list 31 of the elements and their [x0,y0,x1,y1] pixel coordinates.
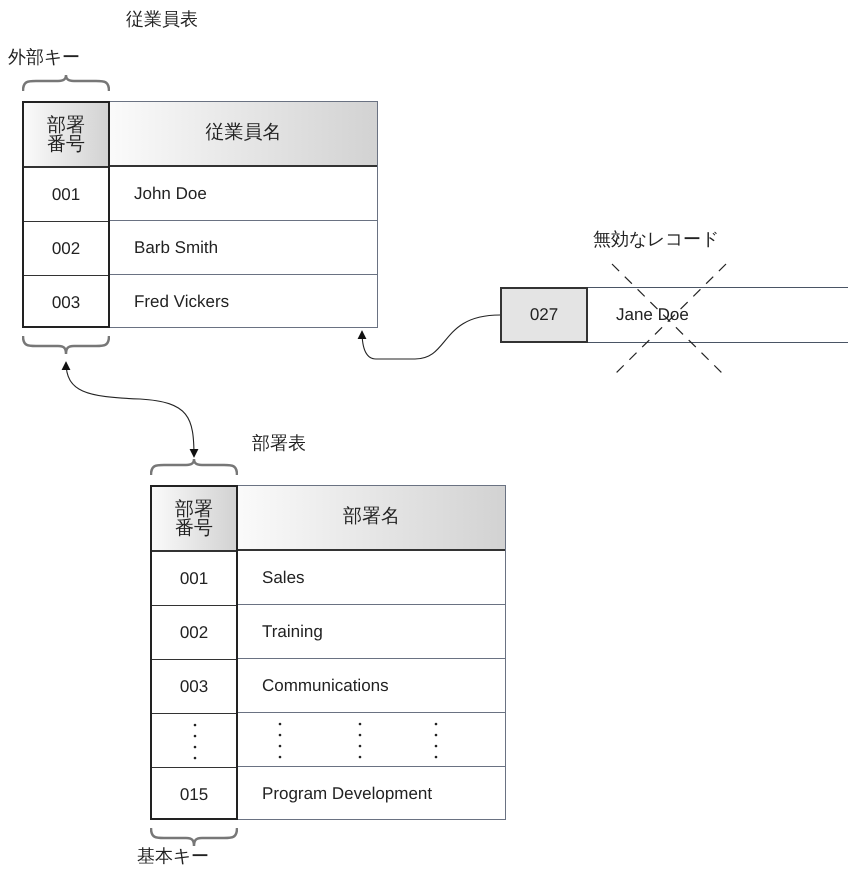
key-label: 外部キー [8,46,80,69]
table-cell-text: Sales [262,566,305,589]
table-title: 従業員表 [126,8,198,31]
table-column [238,485,506,820]
table-cell-text: 003 [180,676,208,698]
key-column [150,485,238,820]
table-cell-text: 001 [180,568,208,590]
column-header: 部署番号 [47,116,85,154]
table-cell-text: Barb Smith [134,236,218,259]
column-header: 部署番号 [175,500,213,538]
table-cell-text: 015 [180,784,208,806]
table-title: 部署表 [252,432,306,455]
table-column [110,101,378,328]
table-cell-text: Fred Vickers [134,291,230,314]
record-title: 無効なレコード [593,228,719,251]
column-header: 部署名 [343,505,400,530]
table-cell-text: Program Development [262,783,432,806]
key-column [22,101,110,328]
table-cell-text: Training [262,620,323,643]
record-cell: Jane Doe [588,287,848,343]
table-cell-text: Communications [262,674,389,697]
table-cell-text: 002 [180,622,208,644]
key-label: 基本キー [137,845,209,868]
arrow [358,314,500,360]
table-cell-text: 002 [52,238,80,260]
table-cell-text: John Doe [134,182,207,205]
table-cell-text: 001 [52,184,80,206]
arrow [62,361,198,458]
column-header: 従業員名 [206,121,282,146]
table-cell-text: 003 [52,292,80,314]
record-cell: 027 [500,287,588,343]
